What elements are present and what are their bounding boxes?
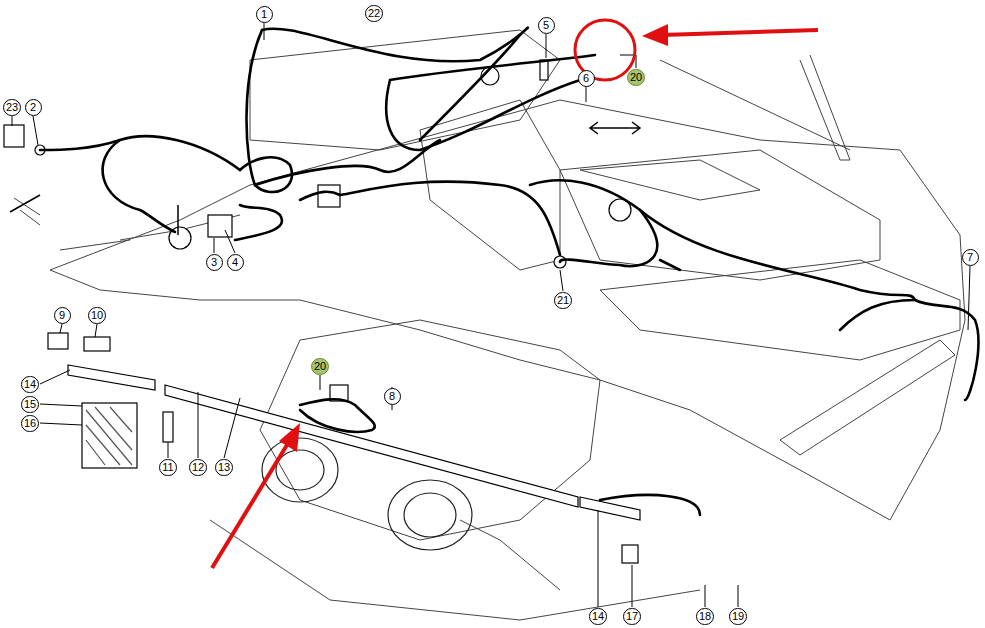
callout-number: 18 [696,608,714,625]
callout-number: 7 [962,249,979,266]
callout-number: 16 [21,415,39,432]
callout-number: 8 [384,388,401,405]
callout-number: 4 [227,254,244,271]
callout-number: 22 [365,5,383,22]
callout-number: 3 [206,254,223,271]
callout-number: 13 [215,459,233,476]
callout-number: 11 [159,459,176,476]
callout-number: 14 [21,376,39,393]
callout-number: 14 [589,608,607,625]
callout-number: 10 [88,307,106,324]
callout-number: 6 [578,70,595,87]
callout-number: 20 [311,358,329,375]
callout-number: 21 [554,292,572,309]
callout-number: 23 [3,99,21,116]
callout-number: 2 [25,99,42,116]
callout-number: 12 [189,459,207,476]
callout-number: 15 [21,396,39,413]
callout-number: 19 [729,608,747,625]
wiring-harness [40,28,978,515]
frame-outline [14,30,965,620]
callout-number: 17 [623,608,641,625]
callout-number: 9 [54,307,71,324]
callout-number: 1 [256,6,273,23]
arrows-and-highlight [10,20,818,568]
callout-number: 20 [627,69,645,86]
leader-lines [12,23,970,607]
rails [4,60,640,563]
callout-number: 5 [538,17,555,34]
wheels [262,438,472,550]
